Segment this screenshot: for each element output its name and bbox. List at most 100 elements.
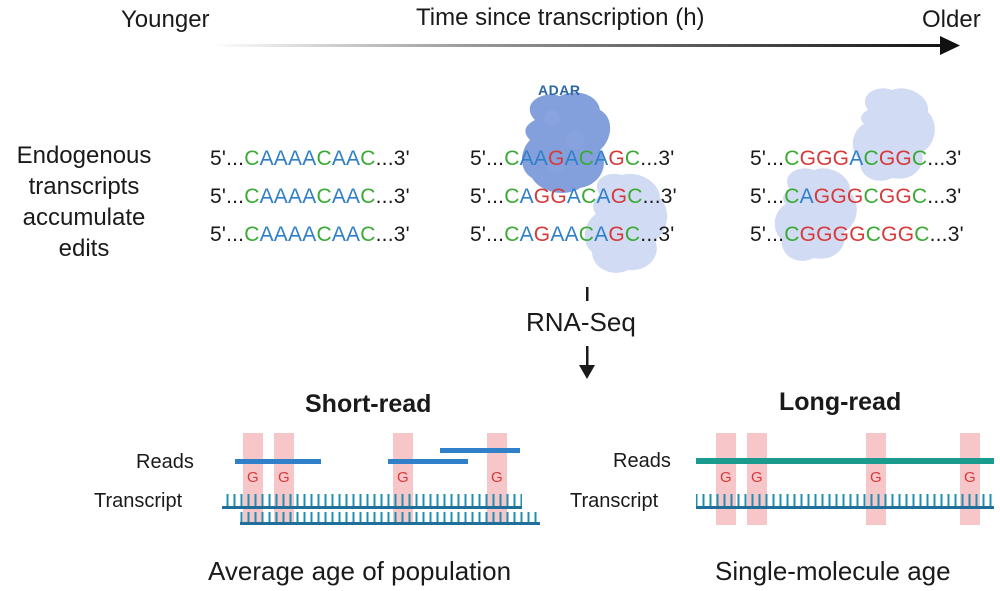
- sequence-suffix: ...3': [642, 185, 677, 208]
- transcript-line: [696, 506, 994, 509]
- nucleotide: G: [533, 185, 551, 208]
- nucleotide: A: [288, 147, 303, 170]
- nucleotide: C: [504, 223, 520, 246]
- nucleotide: A: [331, 185, 347, 208]
- short-read-panel: [222, 433, 540, 525]
- timeline-arrow: [210, 36, 960, 55]
- nucleotide: A: [564, 147, 579, 170]
- nucleotide: C: [784, 147, 800, 170]
- adar-protein-icon: [522, 92, 611, 193]
- long-read-bar: [696, 458, 994, 464]
- sequence-line: 5'...CAAAACAAC...3': [210, 185, 410, 223]
- long-read-title: Long-read: [779, 388, 902, 416]
- nucleotide: C: [581, 185, 597, 208]
- older-label: Older: [922, 6, 981, 33]
- nucleotide: A: [564, 223, 579, 246]
- transcript-ticks: [696, 494, 994, 508]
- nucleotide: G: [830, 185, 847, 208]
- nucleotide: C: [578, 147, 595, 170]
- nucleotide: A: [331, 223, 347, 246]
- sequence-suffix: ...3': [927, 147, 962, 170]
- nucleotide: A: [566, 185, 582, 208]
- edit-base-label: G: [397, 469, 409, 486]
- sequence-suffix: ...3': [375, 147, 410, 170]
- short-read-title: Short-read: [305, 390, 432, 418]
- nucleotide: A: [259, 185, 274, 208]
- sequence-prefix: 5'...: [210, 185, 245, 208]
- edit-base-label: G: [870, 469, 882, 486]
- left-description-line: transcripts: [28, 173, 140, 200]
- nucleotide: A: [519, 185, 534, 208]
- adar-protein-faded-icon: [852, 88, 935, 181]
- short-read-bar: [388, 459, 468, 464]
- nucleotide: A: [273, 223, 289, 246]
- sequence-line: 5'...CAAGACAGC...3': [470, 147, 677, 185]
- sequence-bases: CAAGACAGC: [504, 147, 640, 170]
- sequence-prefix: 5'...: [750, 223, 785, 246]
- nucleotide: A: [259, 147, 274, 170]
- transcript-ticks: [222, 494, 522, 508]
- nucleotide: G: [832, 147, 850, 170]
- nucleotide: A: [346, 185, 361, 208]
- nucleotide: C: [911, 147, 928, 170]
- nucleotide: A: [273, 185, 289, 208]
- sequence-bases: CAGAACAGC: [504, 223, 640, 246]
- nucleotide: G: [799, 147, 817, 170]
- nucleotide: A: [288, 185, 303, 208]
- nucleotide: A: [519, 223, 534, 246]
- nucleotide: G: [533, 223, 551, 246]
- edit-base-label: G: [720, 469, 732, 486]
- left-description-line: edits: [58, 235, 110, 262]
- nucleotide: C: [624, 223, 641, 246]
- nucleotide: C: [914, 223, 930, 246]
- rna-seq-arrow: [579, 287, 595, 379]
- nucleotide: G: [895, 147, 912, 170]
- nucleotide: C: [624, 147, 641, 170]
- nucleotide: G: [878, 147, 896, 170]
- sequence-suffix: ...3': [929, 223, 964, 246]
- nucleotide: C: [504, 185, 520, 208]
- sequence-line: 5'...CAGGGCGGC...3': [750, 185, 964, 223]
- short-transcript-label: Transcript: [94, 490, 183, 512]
- edit-base-label: G: [964, 469, 976, 486]
- sequence-line: 5'...CAGGACAGC...3': [470, 185, 677, 223]
- nucleotide: A: [288, 223, 303, 246]
- left-description-line: Endogenous: [16, 142, 152, 169]
- edit-base-label: G: [247, 469, 259, 486]
- nucleotide: G: [816, 147, 833, 170]
- nucleotide: A: [533, 147, 549, 170]
- younger-label: Younger: [121, 6, 210, 33]
- sequence-prefix: 5'...: [470, 223, 505, 246]
- nucleotide: C: [244, 223, 260, 246]
- nucleotide: A: [346, 223, 361, 246]
- sequence-bases: CAGGGCGGC: [784, 185, 927, 208]
- short-reads-label: Reads: [136, 451, 194, 473]
- nucleotide: G: [832, 223, 850, 246]
- long-read-panel: [696, 433, 994, 525]
- nucleotide: G: [813, 185, 831, 208]
- transcript-line: [222, 506, 522, 509]
- edit-base-label: G: [278, 469, 290, 486]
- nucleotide: G: [550, 185, 567, 208]
- sequence-prefix: 5'...: [750, 185, 785, 208]
- nucleotide: C: [911, 185, 928, 208]
- nucleotide: G: [895, 185, 912, 208]
- nucleotide: C: [360, 147, 376, 170]
- nucleotide: A: [346, 147, 361, 170]
- nucleotide: G: [799, 223, 817, 246]
- left-description-line: accumulate: [22, 204, 146, 231]
- nucleotide: A: [302, 185, 317, 208]
- nucleotide: A: [302, 223, 317, 246]
- adar-protein-faded-icon: [584, 173, 668, 273]
- rna-seq-label: RNA-Seq: [526, 307, 636, 337]
- sequence-prefix: 5'...: [470, 185, 505, 208]
- nucleotide: A: [550, 223, 565, 246]
- nucleotide: A: [302, 147, 317, 170]
- nucleotide: A: [594, 223, 609, 246]
- sequence-prefix: 5'...: [210, 223, 245, 246]
- adar-protein-faded-icon: [774, 168, 857, 261]
- nucleotide: C: [360, 223, 376, 246]
- nucleotide: C: [784, 223, 800, 246]
- sequence-line: 5'...CAGAACAGC...3': [470, 223, 677, 261]
- sequence-bases: CGGGACGGC: [784, 147, 927, 170]
